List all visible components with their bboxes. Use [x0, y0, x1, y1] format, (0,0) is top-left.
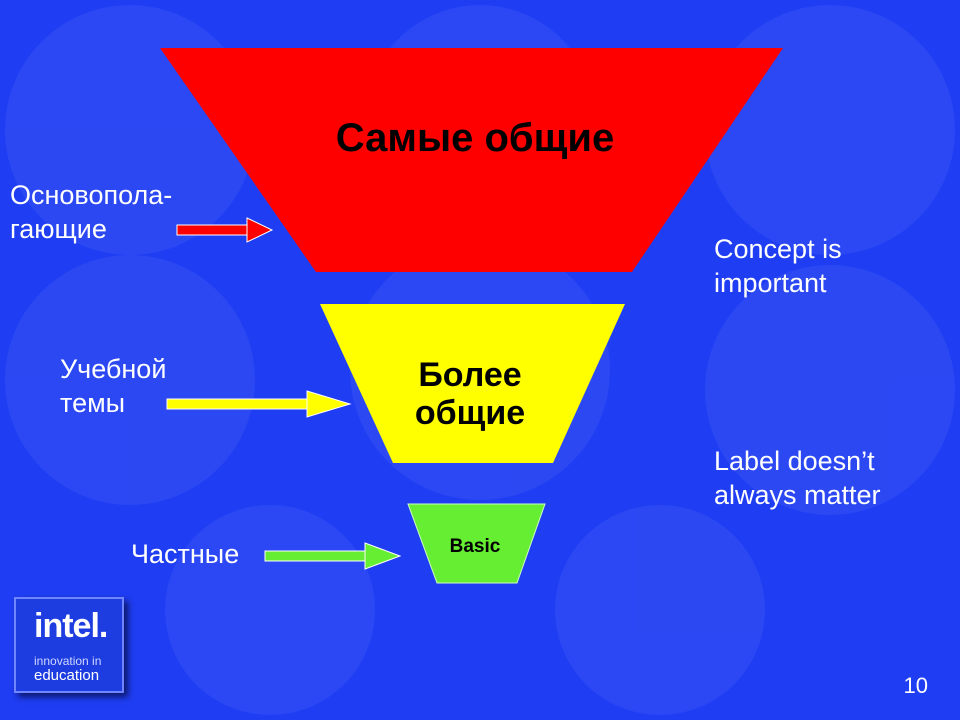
left-label-line: Основопола- [10, 180, 173, 210]
arrow-green [264, 542, 402, 570]
note-line: Concept is [714, 234, 842, 264]
note-concept-important: Concept is important [714, 232, 842, 300]
left-label-line: гающие [10, 214, 107, 244]
left-label-fundamental: Основопола- гающие [10, 178, 172, 246]
funnel-middle-label-line2: общие [414, 394, 526, 432]
funnel-middle-label-line1: Более [418, 356, 522, 394]
left-label-topic: Учебной темы [60, 352, 166, 420]
intel-logo: intel. innovation in education [14, 597, 124, 693]
page-number: 10 [903, 673, 928, 698]
funnel-middle-yellow [320, 304, 625, 463]
note-label-matter: Label doesn’t always matter [714, 444, 881, 512]
logo-tagline: education [34, 667, 100, 684]
arrow-yellow [166, 390, 352, 418]
left-label-line: темы [60, 388, 126, 418]
funnel-bottom-green [407, 503, 546, 584]
funnel-top-red [160, 48, 783, 272]
funnel-middle-label: Более общие [360, 356, 580, 432]
arrow-red [176, 217, 274, 243]
left-label-specific: Частные [131, 539, 240, 569]
logo-brand: intel. [34, 607, 108, 645]
note-line: important [714, 268, 827, 298]
funnel-bottom-label: Basic [449, 536, 501, 557]
note-line: Label doesn’t [714, 446, 875, 476]
note-line: always matter [714, 480, 881, 510]
left-label-line: Учебной [60, 354, 167, 384]
funnel-top-label: Самые общие [335, 116, 615, 160]
logo-tagline: innovation in [34, 654, 102, 668]
